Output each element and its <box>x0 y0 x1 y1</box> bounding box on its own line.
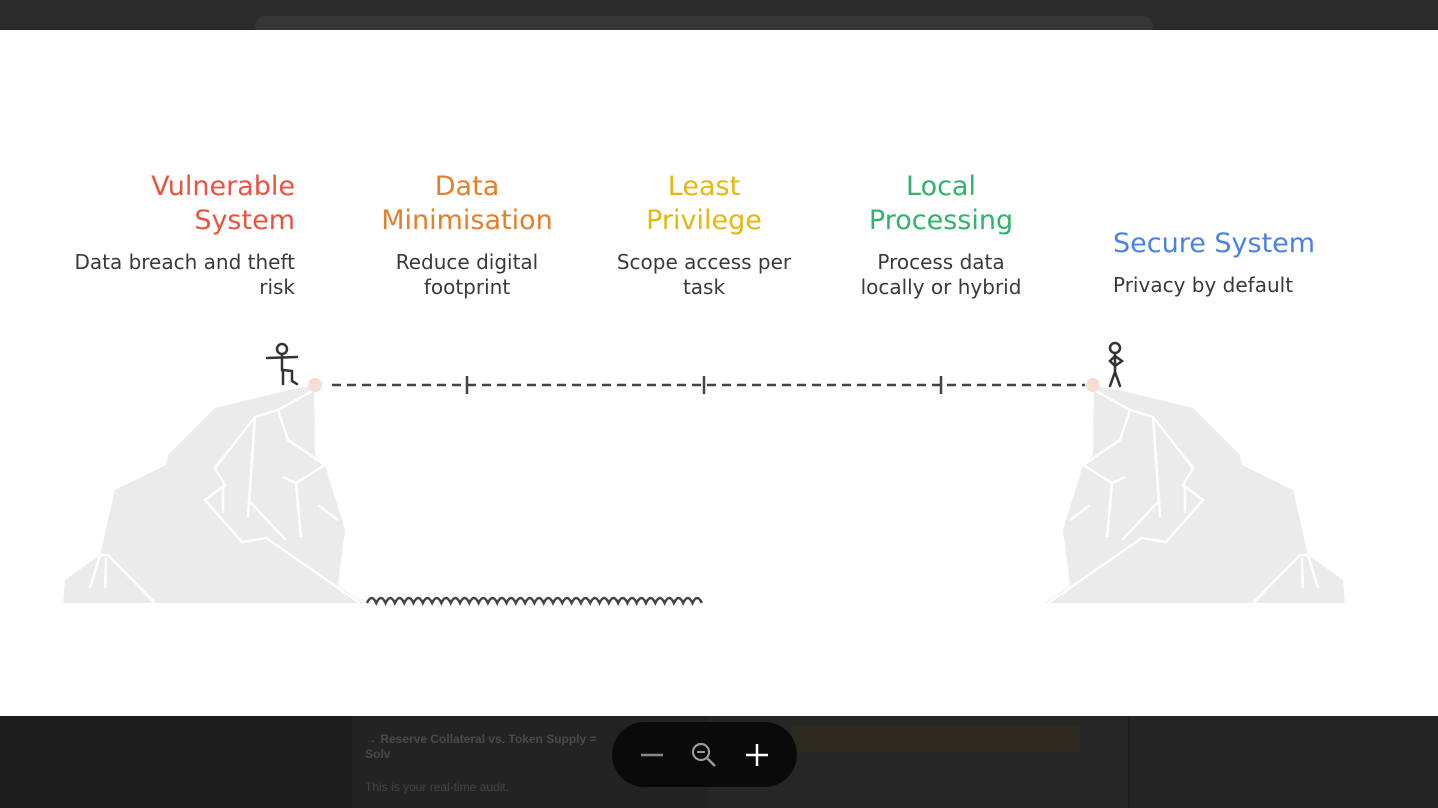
top-bar <box>0 0 1438 36</box>
step-secure-system: Secure System Privacy by default <box>1113 227 1373 298</box>
stick-figure-walking <box>265 342 299 386</box>
stick-figure-standing <box>1108 341 1125 388</box>
step-vulnerable-system: Vulnerable System Data breach and theft … <box>55 170 295 300</box>
start-point <box>308 378 322 392</box>
right-cliff <box>1045 387 1345 605</box>
step-description: locally or hybrid <box>860 275 1022 299</box>
step-least-privilege: Least Privilege Scope access per task <box>584 170 824 300</box>
step-title: Secure System <box>1113 228 1316 259</box>
left-cliff <box>63 387 363 605</box>
background-text: This is your real-time audit. <box>365 780 510 794</box>
step-title: Local <box>906 171 976 202</box>
step-title: Vulnerable <box>151 171 295 202</box>
background-text: → Reserve Collateral vs. Token Supply = … <box>365 732 597 761</box>
step-description: footprint <box>423 275 511 299</box>
diagram-canvas: Vulnerable System Data breach and theft … <box>0 30 1438 716</box>
step-description: Scope access per <box>616 250 792 274</box>
zoom-reset-icon <box>692 742 717 767</box>
plus-icon <box>745 743 768 766</box>
milestone-ticks <box>465 376 943 394</box>
step-data-minimisation: Data Minimisation Reduce digital footpri… <box>347 170 587 300</box>
step-local-processing: Local Processing Process data locally or… <box>821 170 1061 300</box>
zoom-in-button[interactable] <box>737 735 777 775</box>
zoom-reset-button[interactable] <box>684 735 724 775</box>
zoom-toolbar <box>612 722 797 787</box>
step-title: Data <box>434 171 500 202</box>
step-description: Process data <box>877 250 1005 274</box>
water-waves <box>365 596 703 606</box>
bridge-illustration <box>63 341 1345 606</box>
step-title: Minimisation <box>381 205 553 236</box>
step-title: Processing <box>868 205 1014 236</box>
step-description: risk <box>259 275 295 299</box>
step-description: Privacy by default <box>1113 273 1294 297</box>
minus-icon <box>641 753 664 756</box>
step-title: Privilege <box>646 205 762 236</box>
zoom-out-button[interactable] <box>632 735 672 775</box>
step-description: Reduce digital <box>395 250 539 274</box>
step-title: Least <box>667 171 741 202</box>
step-description: task <box>682 275 726 299</box>
step-title: System <box>194 205 295 236</box>
end-point <box>1086 378 1100 392</box>
step-description: Data breach and theft <box>74 250 295 274</box>
